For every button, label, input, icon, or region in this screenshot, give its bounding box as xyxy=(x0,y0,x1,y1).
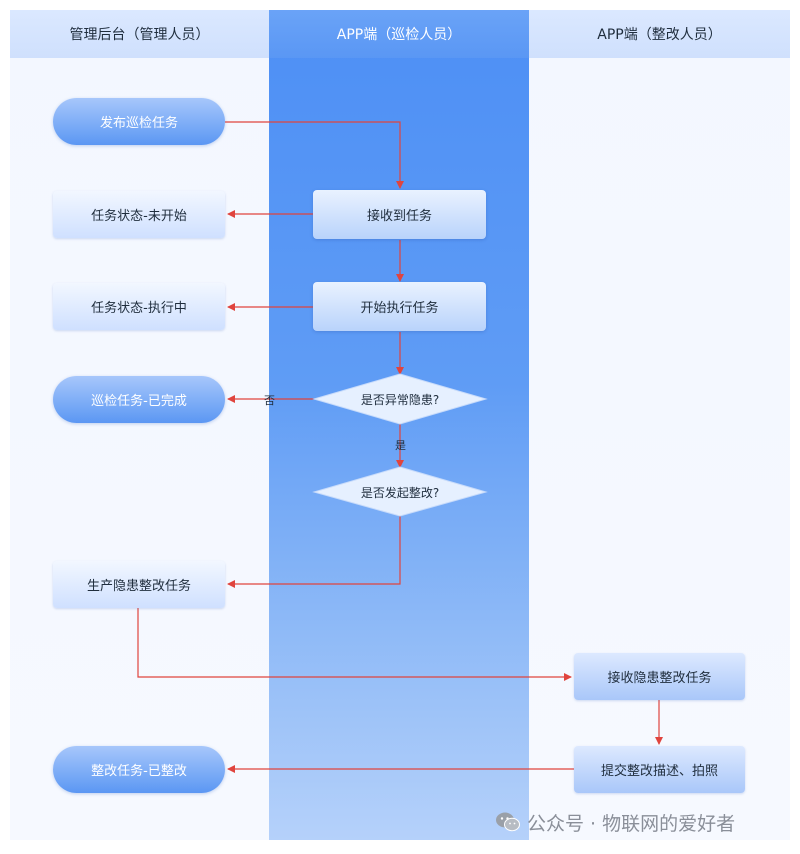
node-rectify-done-label: 整改任务-已整改 xyxy=(91,764,187,779)
node-start-task-label: 开始执行任务 xyxy=(360,301,439,316)
arrow-initiate-to-create xyxy=(227,516,401,588)
edge-label-yes: 是 xyxy=(395,439,406,452)
decision-has-hazard-label: 是否异常隐患? xyxy=(360,392,440,407)
node-publish-task: 发布巡检任务 xyxy=(53,98,225,145)
node-start-task: 开始执行任务 xyxy=(313,282,486,331)
node-receive-rectify-task-label: 接收隐患整改任务 xyxy=(607,671,712,686)
node-inspection-done: 巡检任务-已完成 xyxy=(53,376,225,423)
decision-has-hazard xyxy=(312,373,488,425)
wechat-icon xyxy=(496,812,520,832)
lane-admin-bg xyxy=(10,10,269,840)
arrow-create-to-receive-rectify xyxy=(137,607,572,681)
node-status-not-started-label: 任务状态-未开始 xyxy=(91,209,187,224)
node-publish-task-label: 发布巡检任务 xyxy=(99,116,178,131)
lane-admin-header: 管理后台（管理人员） xyxy=(10,10,270,58)
decision-initiate-rectify xyxy=(312,466,488,517)
lane-rectifier-header: APP端（整改人员） xyxy=(529,10,790,58)
arrow-publish-to-receive xyxy=(225,121,404,189)
node-receive-rectify-task: 接收隐患整改任务 xyxy=(574,653,745,700)
node-status-in-progress-label: 任务状态-执行中 xyxy=(91,301,187,316)
node-submit-rectify-label: 提交整改描述、拍照 xyxy=(600,764,718,779)
node-create-rectify-task-label: 生产隐患整改任务 xyxy=(86,579,191,594)
node-submit-rectify: 提交整改描述、拍照 xyxy=(574,746,745,793)
edge-label-no: 否 xyxy=(264,394,275,407)
lane-inspector-bg xyxy=(269,10,529,840)
node-inspection-done-label: 巡检任务-已完成 xyxy=(91,394,187,409)
watermark-text: 公众号 · 物联网的爱好者 xyxy=(527,812,736,835)
lane-inspector-header: APP端（巡检人员） xyxy=(269,10,529,58)
node-receive-task: 接收到任务 xyxy=(313,190,486,239)
node-rectify-done: 整改任务-已整改 xyxy=(53,746,225,793)
node-status-not-started: 任务状态-未开始 xyxy=(53,191,225,238)
node-create-rectify-task: 生产隐患整改任务 xyxy=(53,561,225,608)
decision-initiate-rectify-label: 是否发起整改? xyxy=(360,485,440,500)
node-receive-task-label: 接收到任务 xyxy=(366,209,432,224)
node-status-in-progress: 任务状态-执行中 xyxy=(53,283,225,330)
watermark: 公众号 · 物联网的爱好者 xyxy=(495,808,735,836)
